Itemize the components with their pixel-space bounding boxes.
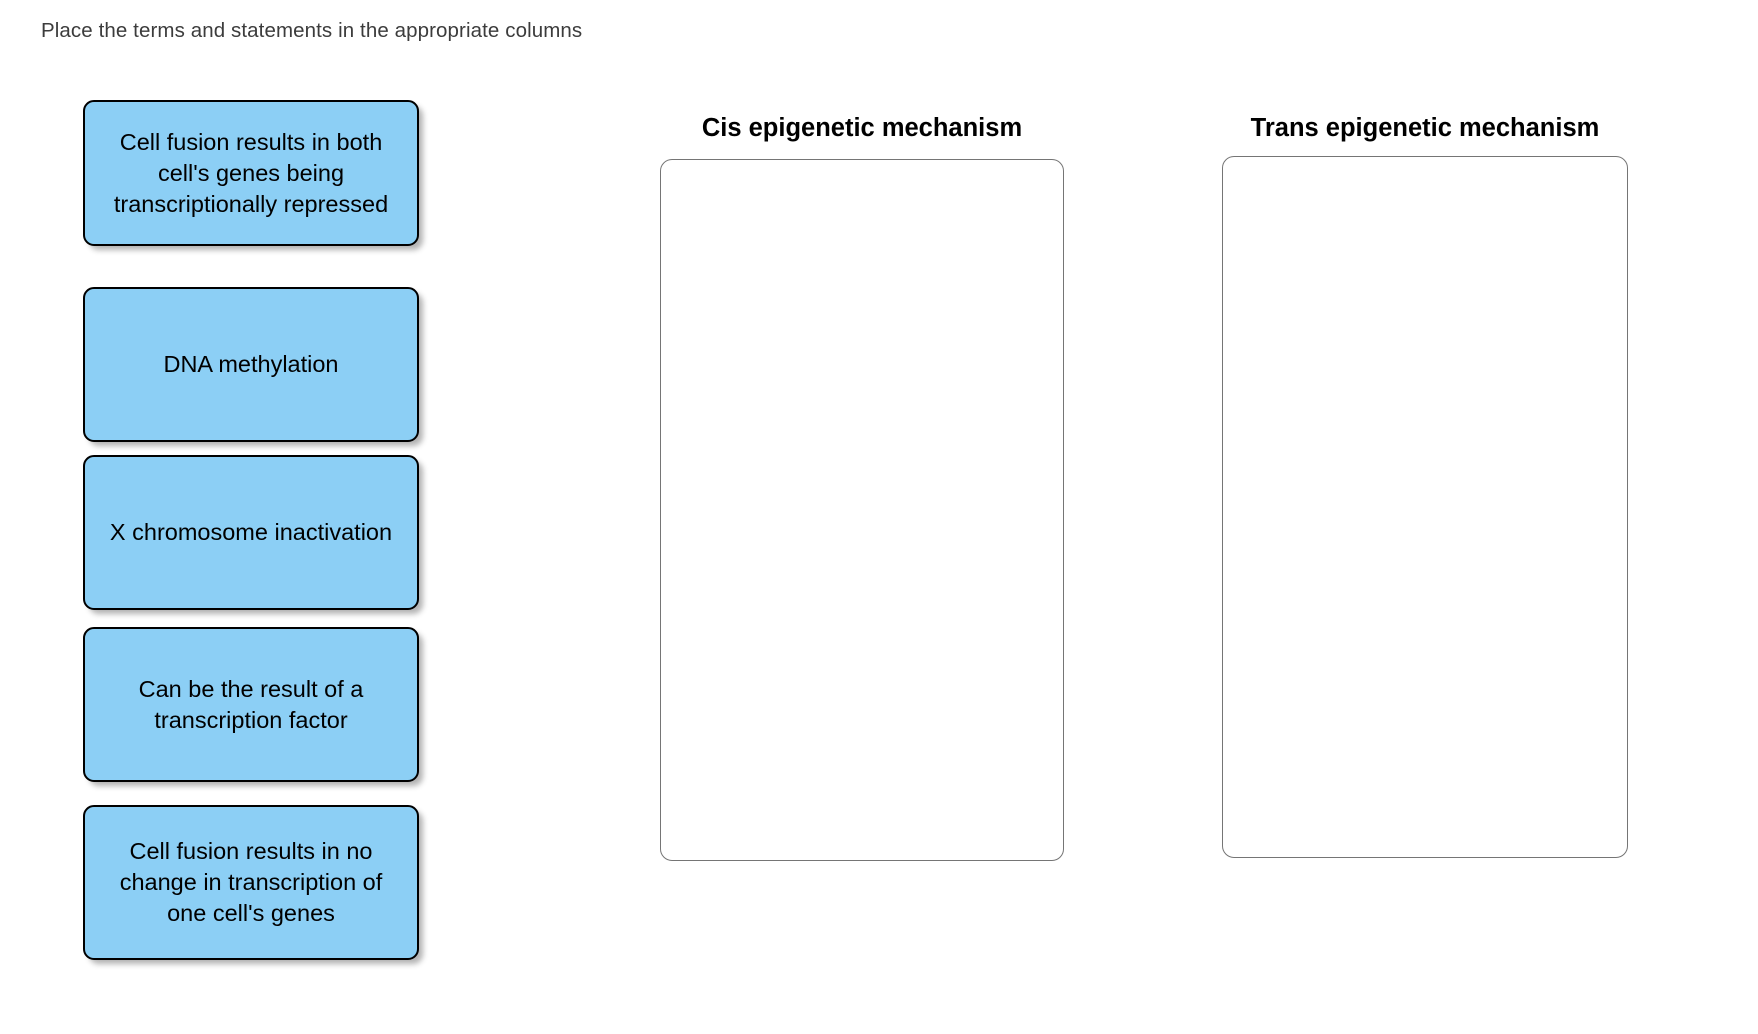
token-label: Can be the result of a transcription fac…	[138, 675, 364, 733]
token-label: Cell fusion results in both cell's genes…	[113, 128, 389, 217]
draggable-token[interactable]: DNA methylation	[83, 287, 419, 442]
token-label: DNA methylation	[163, 351, 339, 377]
category-title-trans: Trans epigenetic mechanism	[1250, 114, 1600, 142]
drop-zone-trans[interactable]	[1222, 156, 1628, 858]
draggable-token[interactable]: Cell fusion results in no change in tran…	[83, 805, 419, 960]
drop-zone-cis[interactable]	[660, 159, 1064, 861]
category-column-cis: Cis epigenetic mechanism	[660, 112, 1064, 861]
draggable-token[interactable]: Cell fusion results in both cell's genes…	[83, 100, 419, 246]
draggable-token[interactable]: X chromosome inactivation	[83, 455, 419, 610]
page-title: Place the terms and statements in the ap…	[41, 19, 583, 42]
category-column-trans: Trans epigenetic mechanism	[1222, 112, 1628, 858]
draggable-token[interactable]: Can be the result of a transcription fac…	[83, 627, 419, 782]
token-label: Cell fusion results in no change in tran…	[119, 838, 383, 926]
token-label: X chromosome inactivation	[109, 519, 393, 545]
category-title-cis: Cis epigenetic mechanism	[701, 114, 1023, 142]
